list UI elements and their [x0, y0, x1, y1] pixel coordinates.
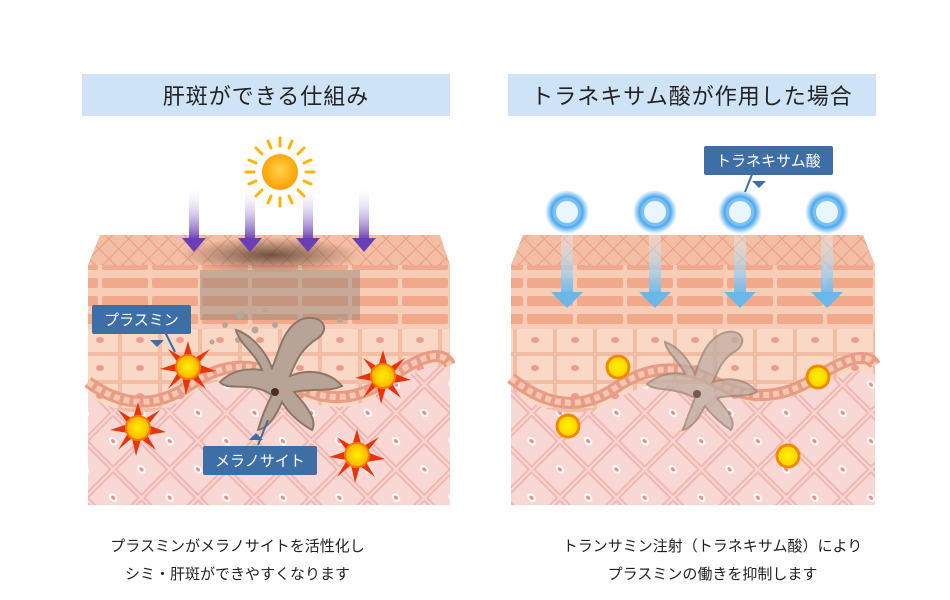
label-tranexamic-acid: トラネキサム酸 [704, 146, 833, 175]
caption-right: トランサミン注射（トラネキサム酸）により プラスミンの働きを抑制します [475, 532, 950, 588]
panel-title: 肝斑ができる仕組み [82, 74, 450, 116]
caption-line-2: プラスミンの働きを抑制します [475, 560, 950, 588]
label-plasmin: プラスミン [92, 305, 191, 334]
caption-line-1: トランサミン注射（トラネキサム酸）により [475, 532, 950, 560]
panel-melasma-mechanism: 肝斑ができる仕組み [0, 0, 475, 600]
panel-title: トラネキサム酸が作用した場合 [508, 74, 876, 116]
label-melanocyte: メラノサイト [203, 446, 317, 475]
tranexamic-acid-molecules [545, 190, 849, 234]
caption-left: プラスミンがメラノサイトを活性化し シミ・肝斑ができやすくなります [0, 532, 475, 588]
sun-icon [246, 138, 314, 206]
panel-tranexamic-acid: トラネキサム酸が作用した場合 [475, 0, 950, 600]
caption-line-2: シミ・肝斑ができやすくなります [0, 560, 475, 588]
skin-illustration-right [475, 130, 950, 520]
caption-line-1: プラスミンがメラノサイトを活性化し [0, 532, 475, 560]
melasma-spot [180, 237, 360, 273]
